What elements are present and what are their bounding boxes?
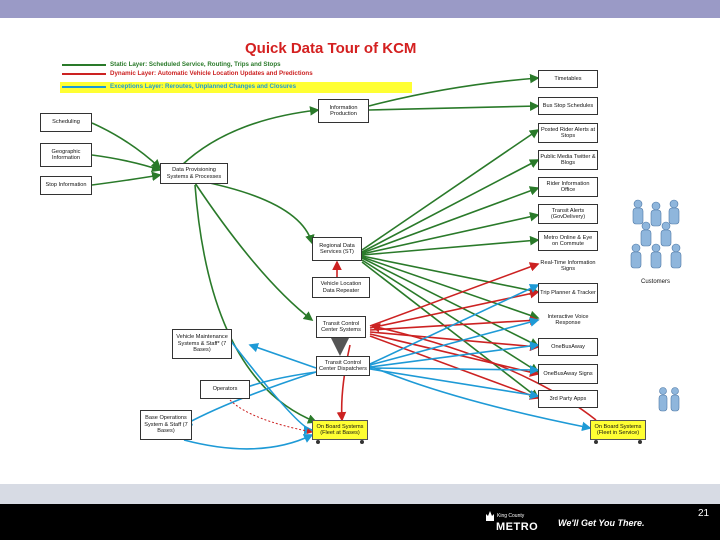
bottom-band <box>0 484 720 504</box>
legend-highlight <box>60 82 412 93</box>
legend-exceptions-label: Exceptions Layer: Reroutes, Unplanned Ch… <box>110 83 297 90</box>
legend-dynamic-line <box>62 73 106 75</box>
node-metro-online: Metro Online & Eye on Commute <box>538 231 598 251</box>
footer-king-county: King County <box>497 513 525 519</box>
node-stop-information: Stop Information <box>40 176 92 195</box>
bus-wheel <box>638 440 642 444</box>
bus-wheel <box>594 440 598 444</box>
node-onebusaway-signs: OneBusAway Signs <box>538 364 598 384</box>
node-tcc-dispatchers: Transit Control Center Dispatchers <box>316 356 370 376</box>
node-onebusaway: OneBusAway <box>538 338 598 356</box>
node-rider-information-office: Rider Information Office <box>538 177 598 197</box>
bus-wheel <box>316 440 320 444</box>
node-regional-data-services: Regional Data Services (ST) <box>312 237 362 261</box>
node-bus-stop-schedules: Bus Stop Schedules <box>538 97 598 115</box>
legend-static-label: Static Layer: Scheduled Service, Routing… <box>110 61 281 68</box>
node-information-production: Information Production <box>318 99 369 123</box>
legend-static-line <box>62 64 106 66</box>
top-bar <box>0 0 720 18</box>
slide-title: Quick Data Tour of KCM <box>245 40 417 57</box>
node-operators: Operators <box>200 380 250 399</box>
node-vehicle-location-repeater: Vehicle Location Data Repeater <box>312 277 370 298</box>
node-onboard-service: On Board Systems (Fleet in Service) <box>590 420 646 440</box>
node-vehicle-maintenance: Vehicle Maintenance Systems & Staff* (7 … <box>172 329 232 359</box>
node-data-provisioning: Data Provisioning Systems & Processes <box>160 163 228 184</box>
node-base-operations: Base Operations System & Staff (7 Bases) <box>140 410 192 440</box>
bus-wheel <box>360 440 364 444</box>
node-geographic-information: Geographic Information <box>40 143 92 167</box>
king-county-crown-icon <box>486 511 494 521</box>
node-trip-planner: Trip Planner & Tracker <box>538 283 598 303</box>
node-third-party-apps: 3rd Party Apps <box>538 390 598 408</box>
footer-tagline: We'll Get You There. <box>558 518 645 528</box>
node-realtime-signs: Real-Time Information Signs <box>540 259 596 273</box>
node-timetables: Timetables <box>538 70 598 88</box>
node-tcc-systems: Transit Control Center Systems <box>316 316 366 338</box>
node-scheduling: Scheduling <box>40 113 92 132</box>
legend-exceptions-line <box>62 86 106 88</box>
node-transit-alerts: Transit Alerts (GovDelivery) <box>538 204 598 224</box>
node-public-media: Public Media Twitter & Blogs <box>538 150 598 170</box>
node-onboard-bases: On Board Systems (Fleet at Bases) <box>312 420 368 440</box>
customers-label: Customers <box>641 279 671 285</box>
customers-people-icon <box>630 199 682 269</box>
node-ivr: Interactive Voice Response <box>547 313 589 327</box>
page-number: 21 <box>698 508 710 519</box>
customers-people-icon-small <box>658 387 680 412</box>
node-posted-rider-alerts: Posted Rider Alerts at Stops <box>538 123 598 143</box>
footer-metro-logo: METRO <box>496 521 539 533</box>
footer-bar <box>0 504 720 540</box>
legend-dynamic-label: Dynamic Layer: Automatic Vehicle Locatio… <box>110 70 313 77</box>
